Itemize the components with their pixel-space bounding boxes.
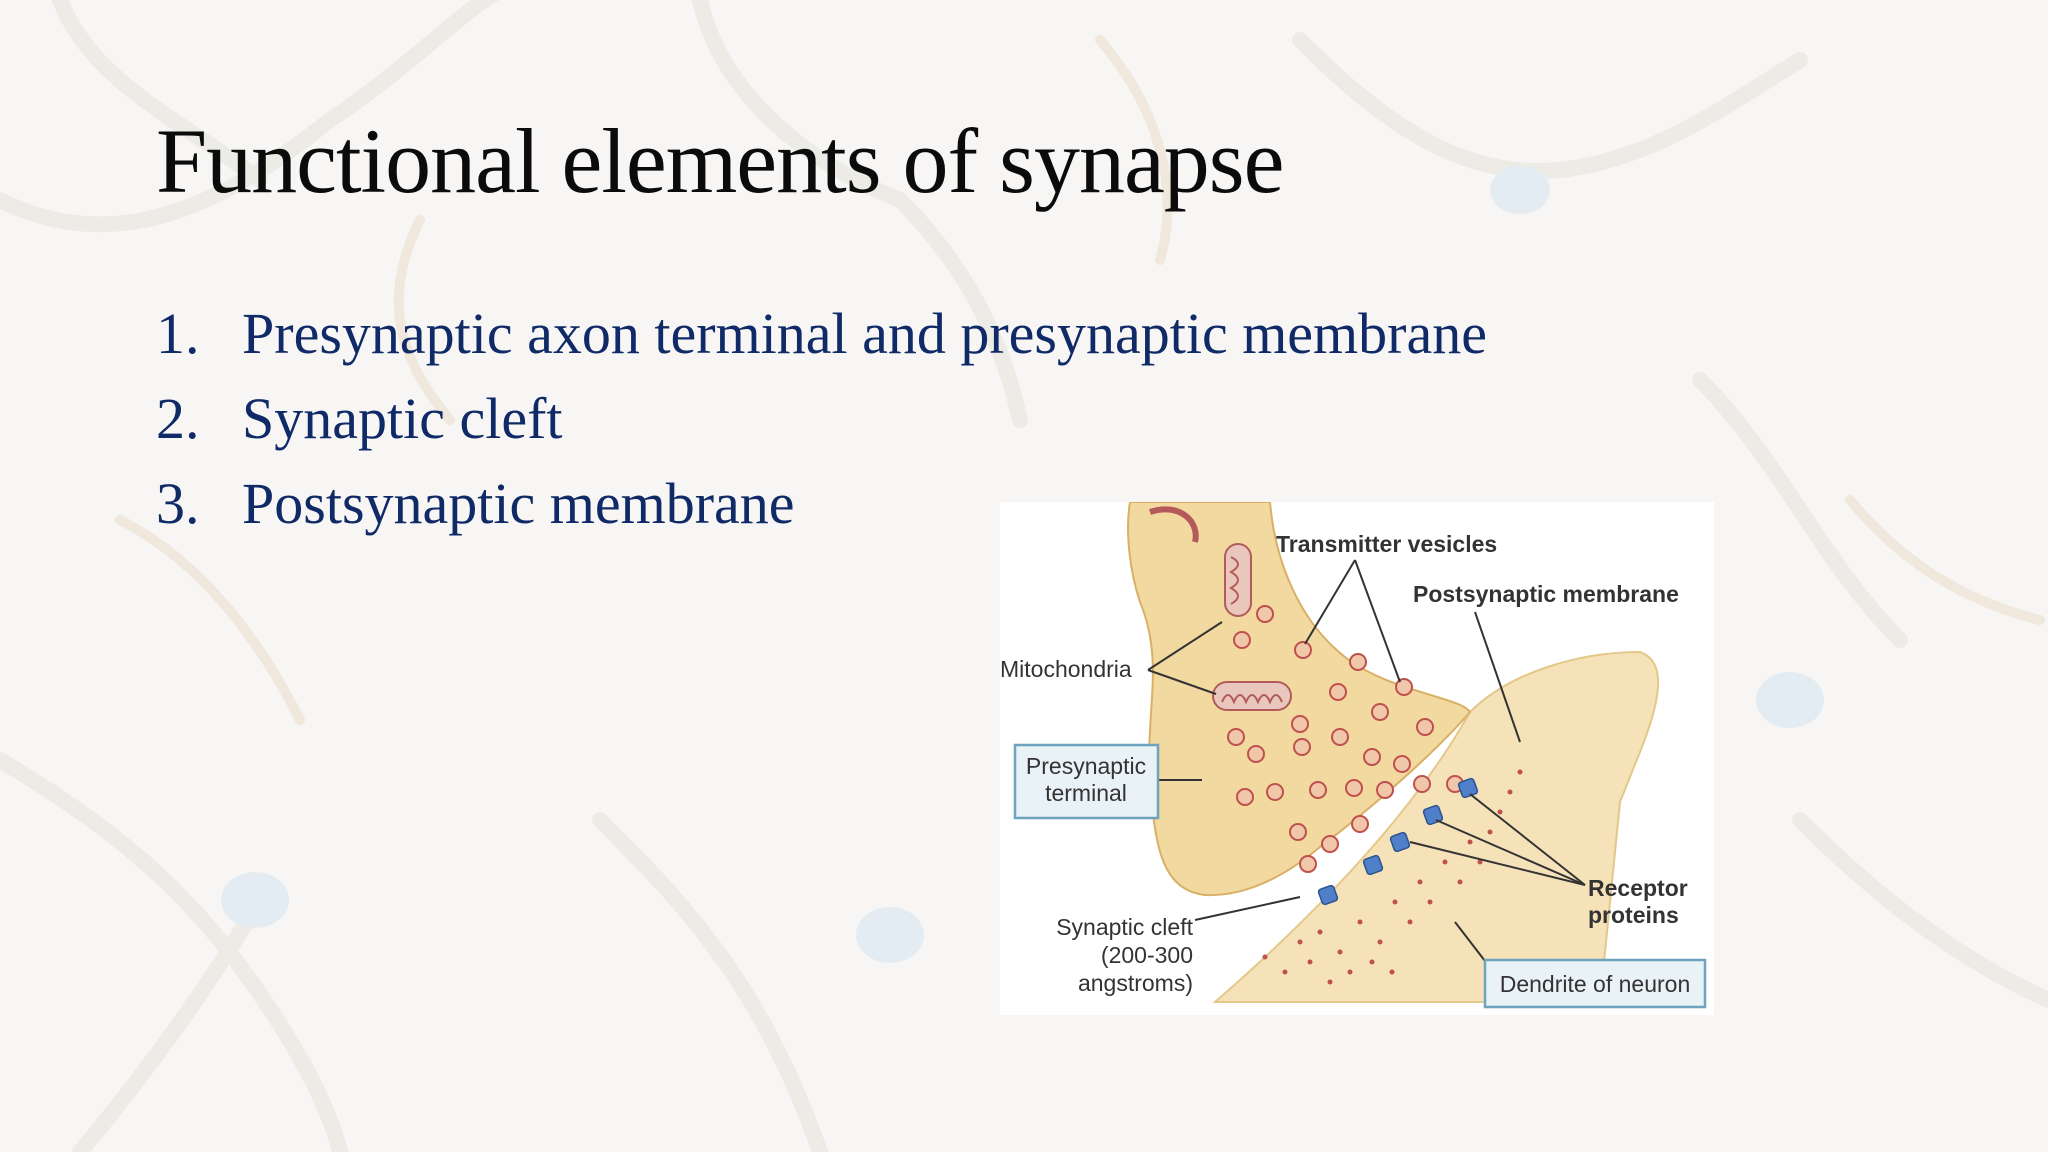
presynaptic-terminal-label-line2: terminal: [1045, 780, 1127, 806]
synaptic-cleft-label-line1: Synaptic cleft: [1056, 914, 1193, 940]
list-item-text: Presynaptic axon terminal and presynapti…: [242, 301, 1487, 366]
synapse-illustration: Transmitter vesicles Postsynaptic membra…: [1000, 502, 1707, 1009]
mitochondria-label: Mitochondria: [1000, 656, 1132, 682]
transmitter-vesicles-icon: [1227, 605, 1464, 873]
list-item-number: 2.: [156, 386, 200, 451]
dendrite-shape: [1212, 650, 1659, 1003]
list-item: 2. Synaptic cleft: [156, 385, 1487, 470]
list-item-text: Synaptic cleft: [242, 386, 563, 451]
presynaptic-terminal-label-line1: Presynaptic: [1026, 753, 1146, 779]
synapse-diagram: Transmitter vesicles Postsynaptic membra…: [1000, 502, 1714, 1015]
list-item-text: Postsynaptic membrane: [242, 471, 795, 536]
synaptic-cleft-label-line3: angstroms): [1078, 970, 1193, 996]
list-item-number: 3.: [156, 471, 200, 536]
receptor-proteins-label-line1: Receptor: [1588, 875, 1688, 901]
transmitter-vesicles-label: Transmitter vesicles: [1276, 531, 1497, 557]
dendrite-label-box: [1483, 958, 1707, 1009]
list-item-number: 1.: [156, 301, 200, 366]
mitochondria-icon: [1149, 506, 1292, 711]
dendrite-of-neuron-label: Dendrite of neuron: [1500, 971, 1691, 997]
presynaptic-terminal-label-box: [1013, 743, 1160, 820]
presynaptic-terminal-shape: [1127, 502, 1472, 897]
label-leader-lines: [1147, 559, 1586, 988]
list-item: 1. Presynaptic axon terminal and presyna…: [156, 300, 1487, 385]
slide-title: Functional elements of synapse: [156, 110, 1284, 212]
released-transmitter-dots: [1262, 769, 1523, 985]
postsynaptic-membrane-label: Postsynaptic membrane: [1413, 581, 1679, 607]
synaptic-cleft-label-line2: (200-300: [1101, 942, 1193, 968]
elements-list: 1. Presynaptic axon terminal and presyna…: [156, 300, 1487, 555]
list-item: 3. Postsynaptic membrane: [156, 470, 1487, 555]
receptor-proteins-label-line2: proteins: [1588, 902, 1679, 928]
